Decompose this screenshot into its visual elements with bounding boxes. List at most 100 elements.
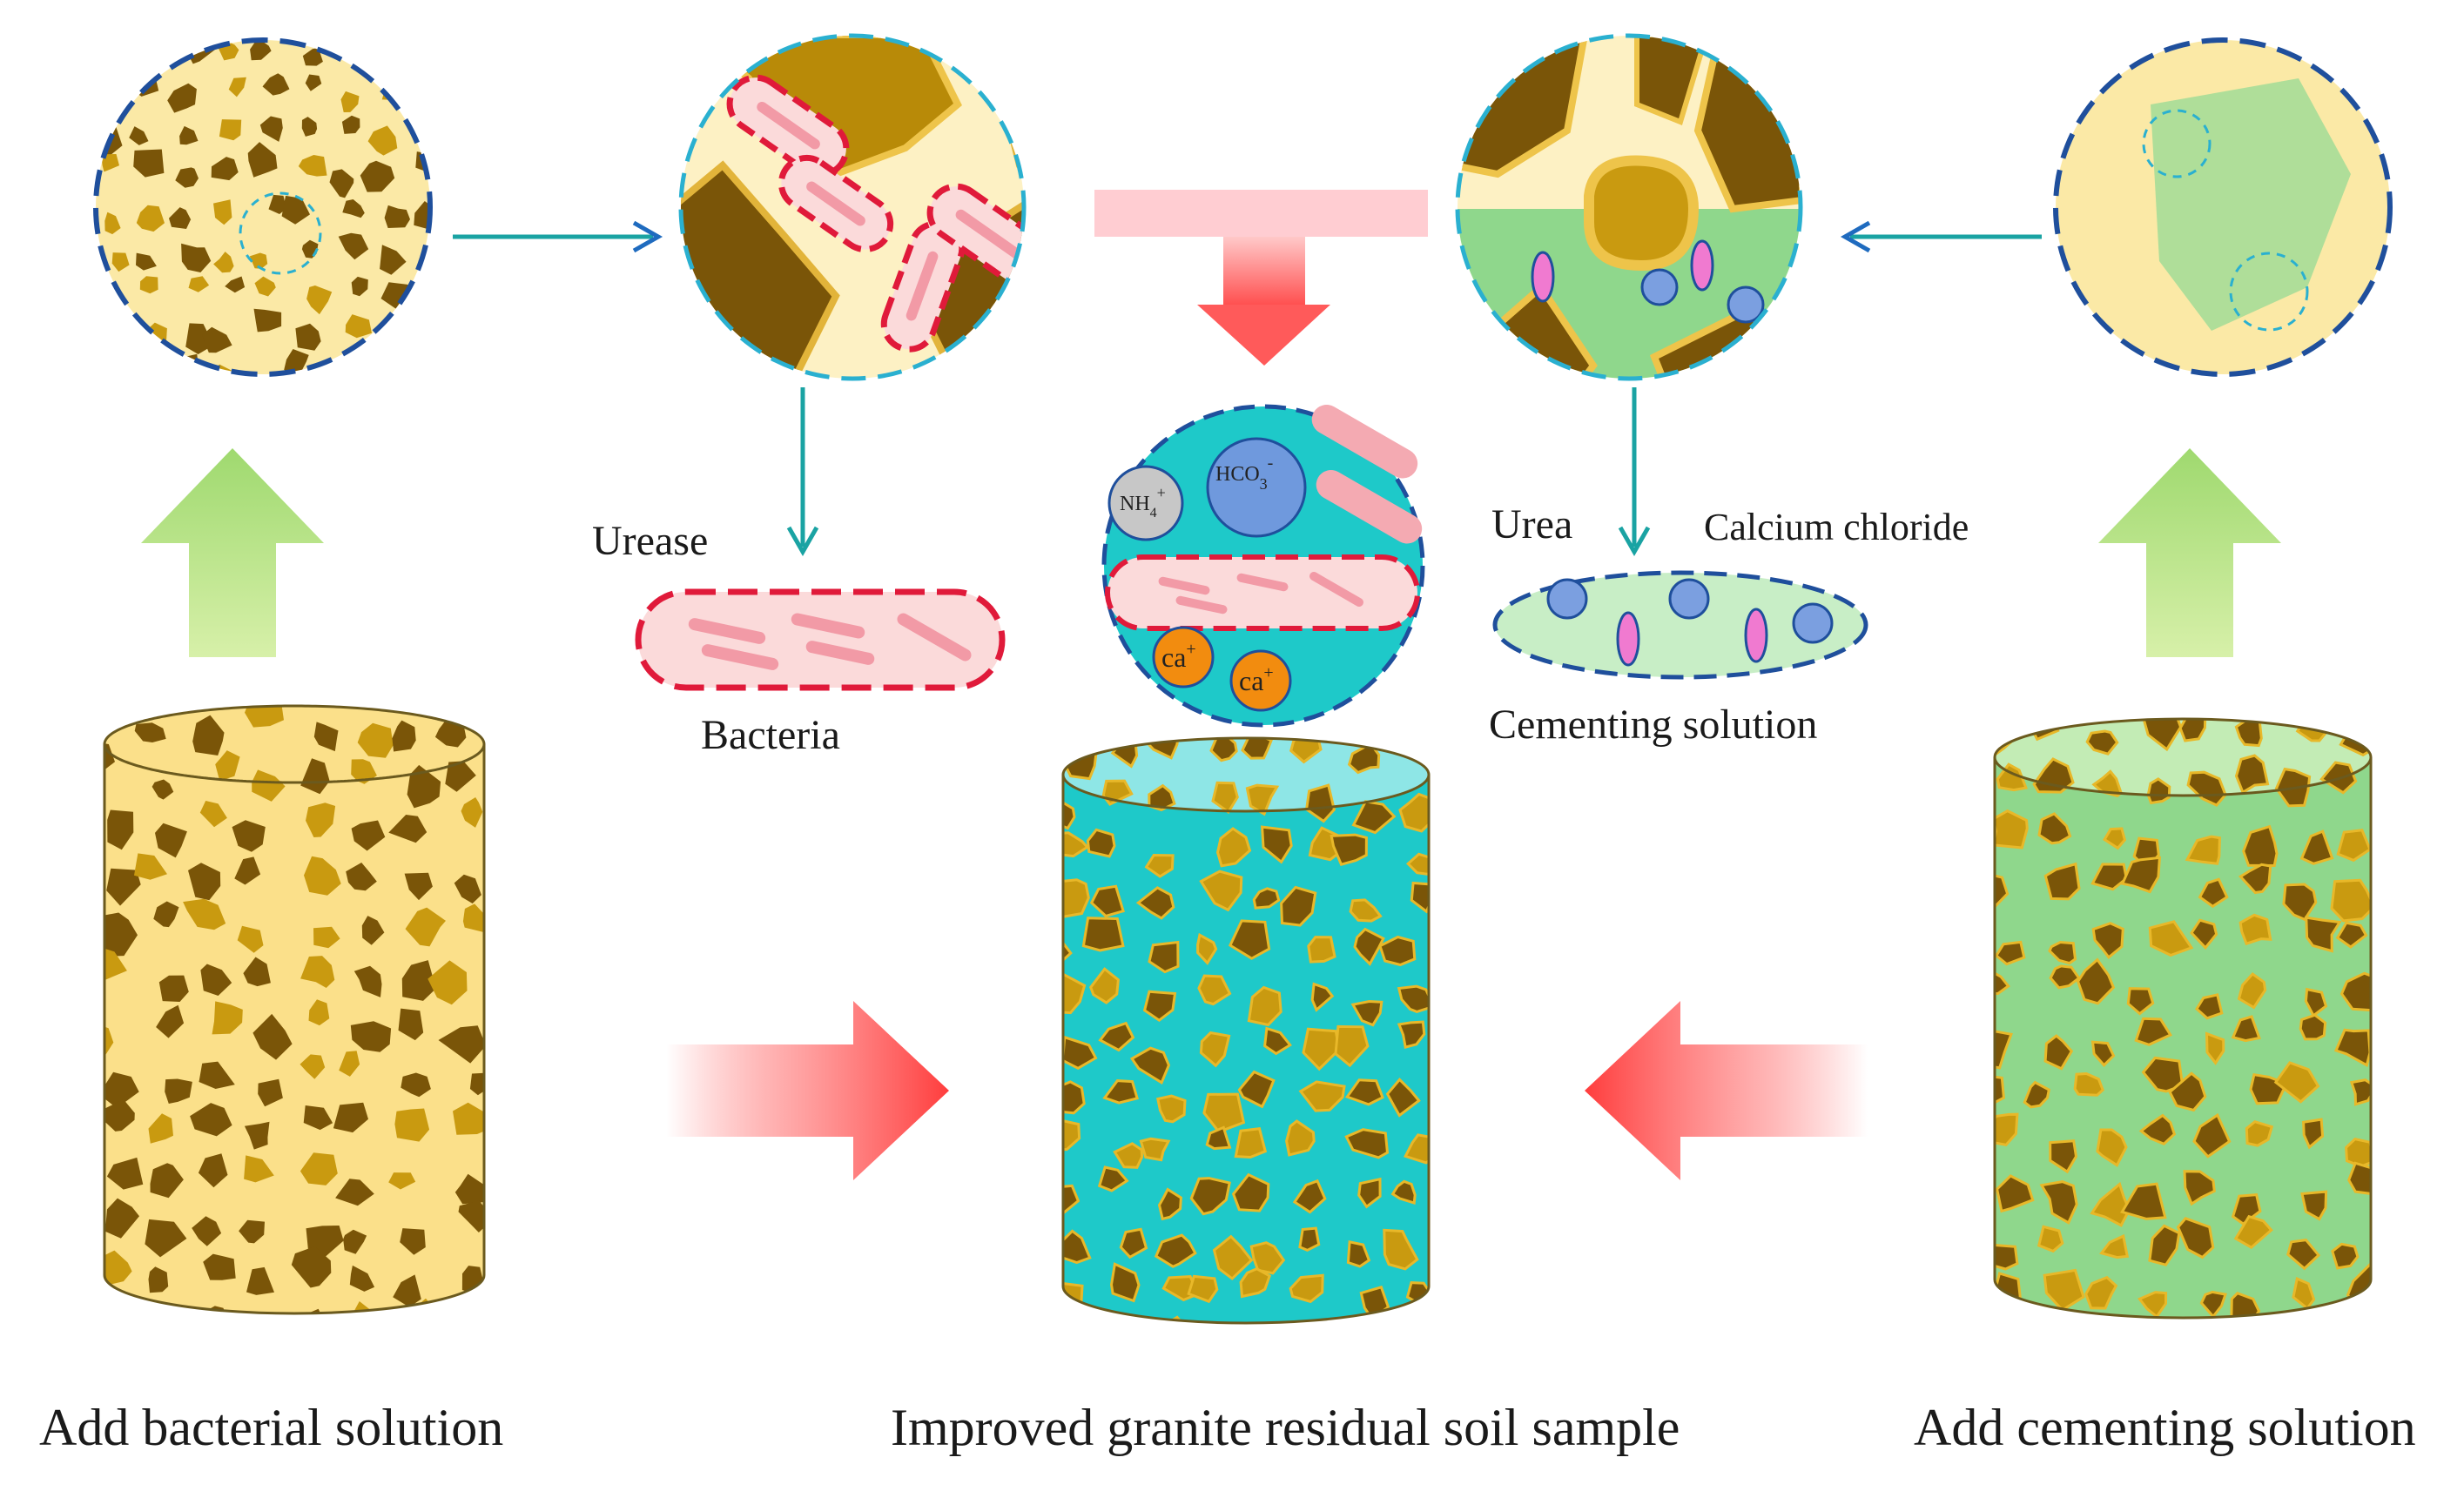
bacteria-label: Bacteria [701, 712, 840, 758]
soil-grain [566, 230, 589, 253]
soil-grain [1097, 1165, 1129, 1192]
soil-grain [106, 1157, 144, 1190]
soil-microstructure-circle-cementing [431, 29, 2393, 377]
soil-grain [151, 779, 174, 800]
soil-grain [1330, 833, 1368, 866]
soil-grain [1142, 990, 1177, 1023]
soil-grain [202, 326, 232, 353]
red-arrow-to-center-left [666, 1001, 949, 1180]
soil-grain [1390, 1179, 1417, 1205]
soil-grain [1156, 1094, 1187, 1124]
soil-grain [1157, 1187, 1182, 1221]
soil-grain [131, 362, 151, 374]
soil-grain [333, 1102, 368, 1133]
soil-grain [404, 872, 433, 901]
soil-grain [1995, 1030, 2013, 1070]
soil-grain [510, 306, 536, 332]
soil-grain [513, 73, 544, 103]
soil-grain [630, 279, 655, 301]
soil-grain [136, 205, 165, 232]
soil-grain [351, 276, 368, 297]
soil-grain [167, 83, 197, 113]
soil-grain [360, 160, 395, 192]
soil-grain [2084, 1275, 2118, 1310]
soil-grain [2146, 777, 2171, 805]
soil-grain [104, 1198, 139, 1239]
soil-grain [232, 820, 266, 852]
soil-grain [1995, 1243, 2019, 1271]
soil-grain [598, 82, 618, 101]
soil-grain [129, 126, 149, 145]
soil-grain [588, 123, 608, 151]
soil-grain [104, 1099, 135, 1132]
soil-grain [2349, 1078, 2371, 1106]
soil-grain [1081, 917, 1125, 952]
soil-grain [1119, 1227, 1148, 1259]
soil-grain [353, 965, 382, 997]
soil-grain [148, 1113, 173, 1144]
soil-grain [469, 1072, 484, 1096]
soil-grain [427, 960, 468, 1005]
soil-grain [2234, 754, 2270, 795]
soil-grain [1298, 1226, 1321, 1253]
soil-grain [1243, 1340, 1269, 1367]
arrow-down-bacteria [786, 387, 819, 557]
soil-grain [125, 40, 147, 57]
soil-grain [392, 720, 416, 752]
calcium-chloride-label: Calcium chloride [1704, 506, 1969, 548]
soil-grain [407, 764, 441, 809]
soil-grain [443, 29, 469, 56]
soil-grain [104, 1071, 139, 1109]
mineralization-reaction-circle: NH4+ HCO3- ca+ ca+ [1101, 404, 1425, 728]
soil-grain [1353, 927, 1385, 966]
bacteria-pore-zoom-circle [678, 33, 1027, 381]
soil-grain [467, 50, 489, 74]
soil-grain [1351, 800, 1397, 835]
soil-grain [476, 250, 500, 268]
soil-grain [598, 210, 623, 236]
soil-grain [295, 323, 321, 351]
soil-grain [1155, 1315, 1194, 1323]
soil-grain [134, 722, 166, 742]
soil-grain [1239, 1267, 1272, 1299]
soil-grain [1063, 831, 1090, 858]
soil-grain [239, 1219, 265, 1244]
arrow-to-bacteria-zoom [453, 220, 663, 253]
soil-grain [514, 282, 537, 307]
soil-grain [246, 1319, 278, 1347]
soil-grain [1063, 1080, 1086, 1115]
soil-grain [475, 104, 506, 132]
soil-grain [1234, 1127, 1268, 1159]
soil-grain [104, 331, 129, 353]
svg-text:ca+: ca+ [1161, 640, 1196, 673]
soil-grain [300, 956, 335, 988]
soil-grain [2237, 972, 2267, 1010]
soil-grain [200, 964, 232, 996]
soil-grain [414, 201, 430, 231]
soil-grain [253, 308, 282, 332]
soil-grain [2148, 920, 2194, 957]
soil-grain [2347, 1161, 2371, 1195]
nh4-ion-sub: 4 [1150, 506, 1157, 521]
soil-grain [169, 207, 192, 229]
soil-grain [349, 1265, 375, 1292]
soil-grain [335, 1179, 374, 1206]
soil-grain [301, 117, 318, 137]
soil-grain [159, 1331, 187, 1353]
soil-grain [219, 119, 242, 141]
soil-grain [383, 40, 411, 52]
green-up-arrow-left [141, 448, 324, 657]
soil-grain [1344, 1078, 1384, 1106]
soil-grain [234, 856, 261, 885]
soil-grain [431, 252, 447, 267]
soil-grain [2299, 1013, 2327, 1041]
soil-grain [1063, 1184, 1081, 1217]
soil-grain [1211, 781, 1239, 815]
soil-grain [2120, 856, 2162, 894]
soil-grain [190, 1103, 232, 1137]
cementing-solution-label: Cementing solution [1489, 702, 1817, 748]
soil-grain [357, 722, 394, 758]
soil-grain [213, 252, 234, 273]
soil-grain [1102, 1079, 1139, 1105]
nh4-ion-label: NH [1120, 493, 1150, 515]
